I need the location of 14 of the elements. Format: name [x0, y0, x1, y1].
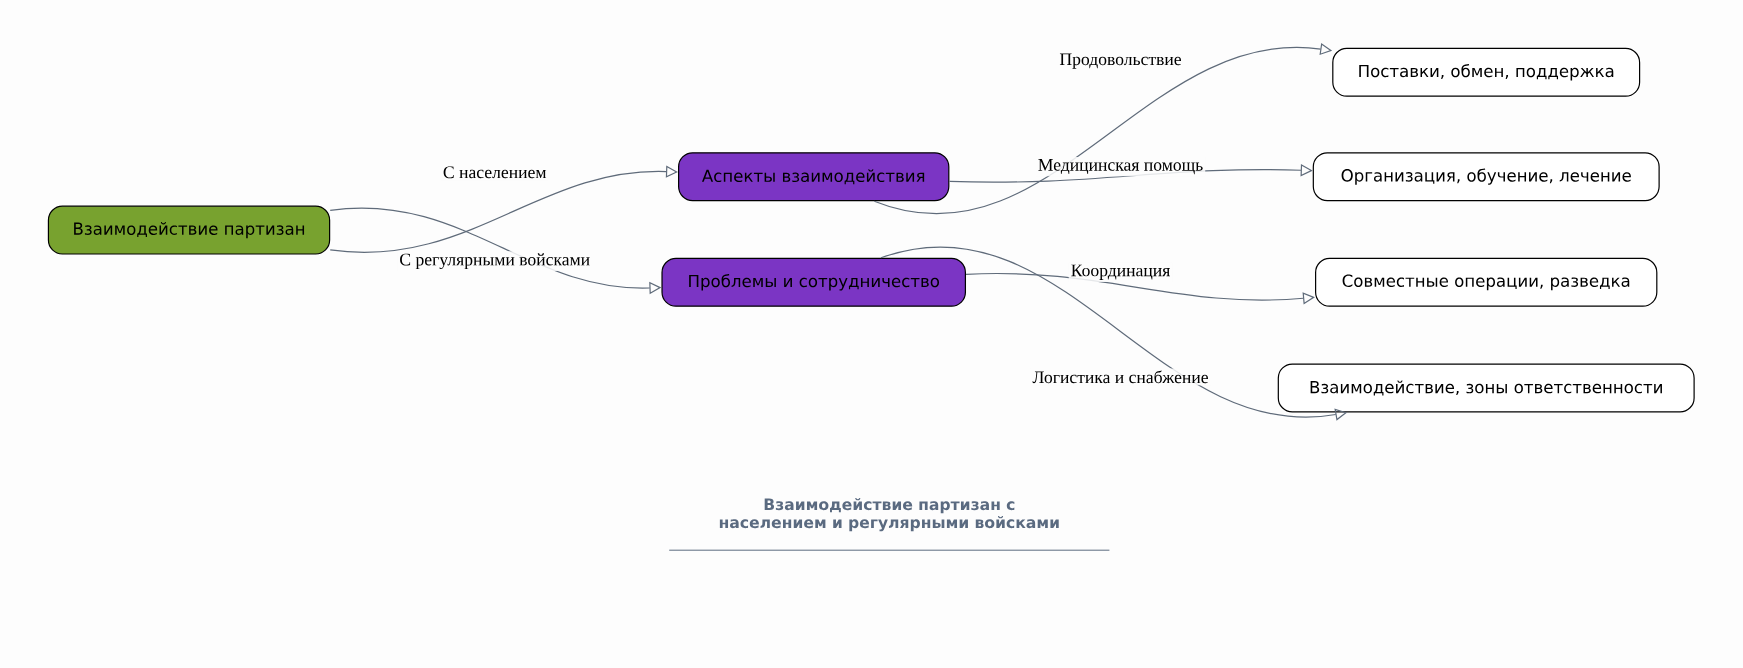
edge-label: Логистика и снабжение — [1030, 368, 1211, 386]
leaf-box: Поставки, обмен, поддержка — [1332, 47, 1641, 97]
category-box: Аспекты взаимодействия — [678, 152, 950, 202]
edge-label: Продовольствие — [1057, 51, 1184, 71]
arrow — [329, 165, 678, 253]
edge-label: С регулярными войсками — [397, 251, 593, 272]
edge-label: С населением — [440, 164, 549, 181]
leaf-box: Организация, обучение, лечение — [1312, 152, 1660, 202]
edge-label: Медицинская помощь — [1035, 157, 1206, 177]
leaf-box: Взаимодействие, зоны ответственности — [1277, 363, 1695, 413]
category-box: Проблемы и сотрудничество — [661, 257, 966, 307]
leaf-box: Совместные операции, разведка — [1315, 257, 1658, 307]
root-box: Взаимодействие партизан — [47, 205, 331, 255]
caption: Взаимодействие партизан с населением и регулярными войсками — [719, 498, 1059, 532]
